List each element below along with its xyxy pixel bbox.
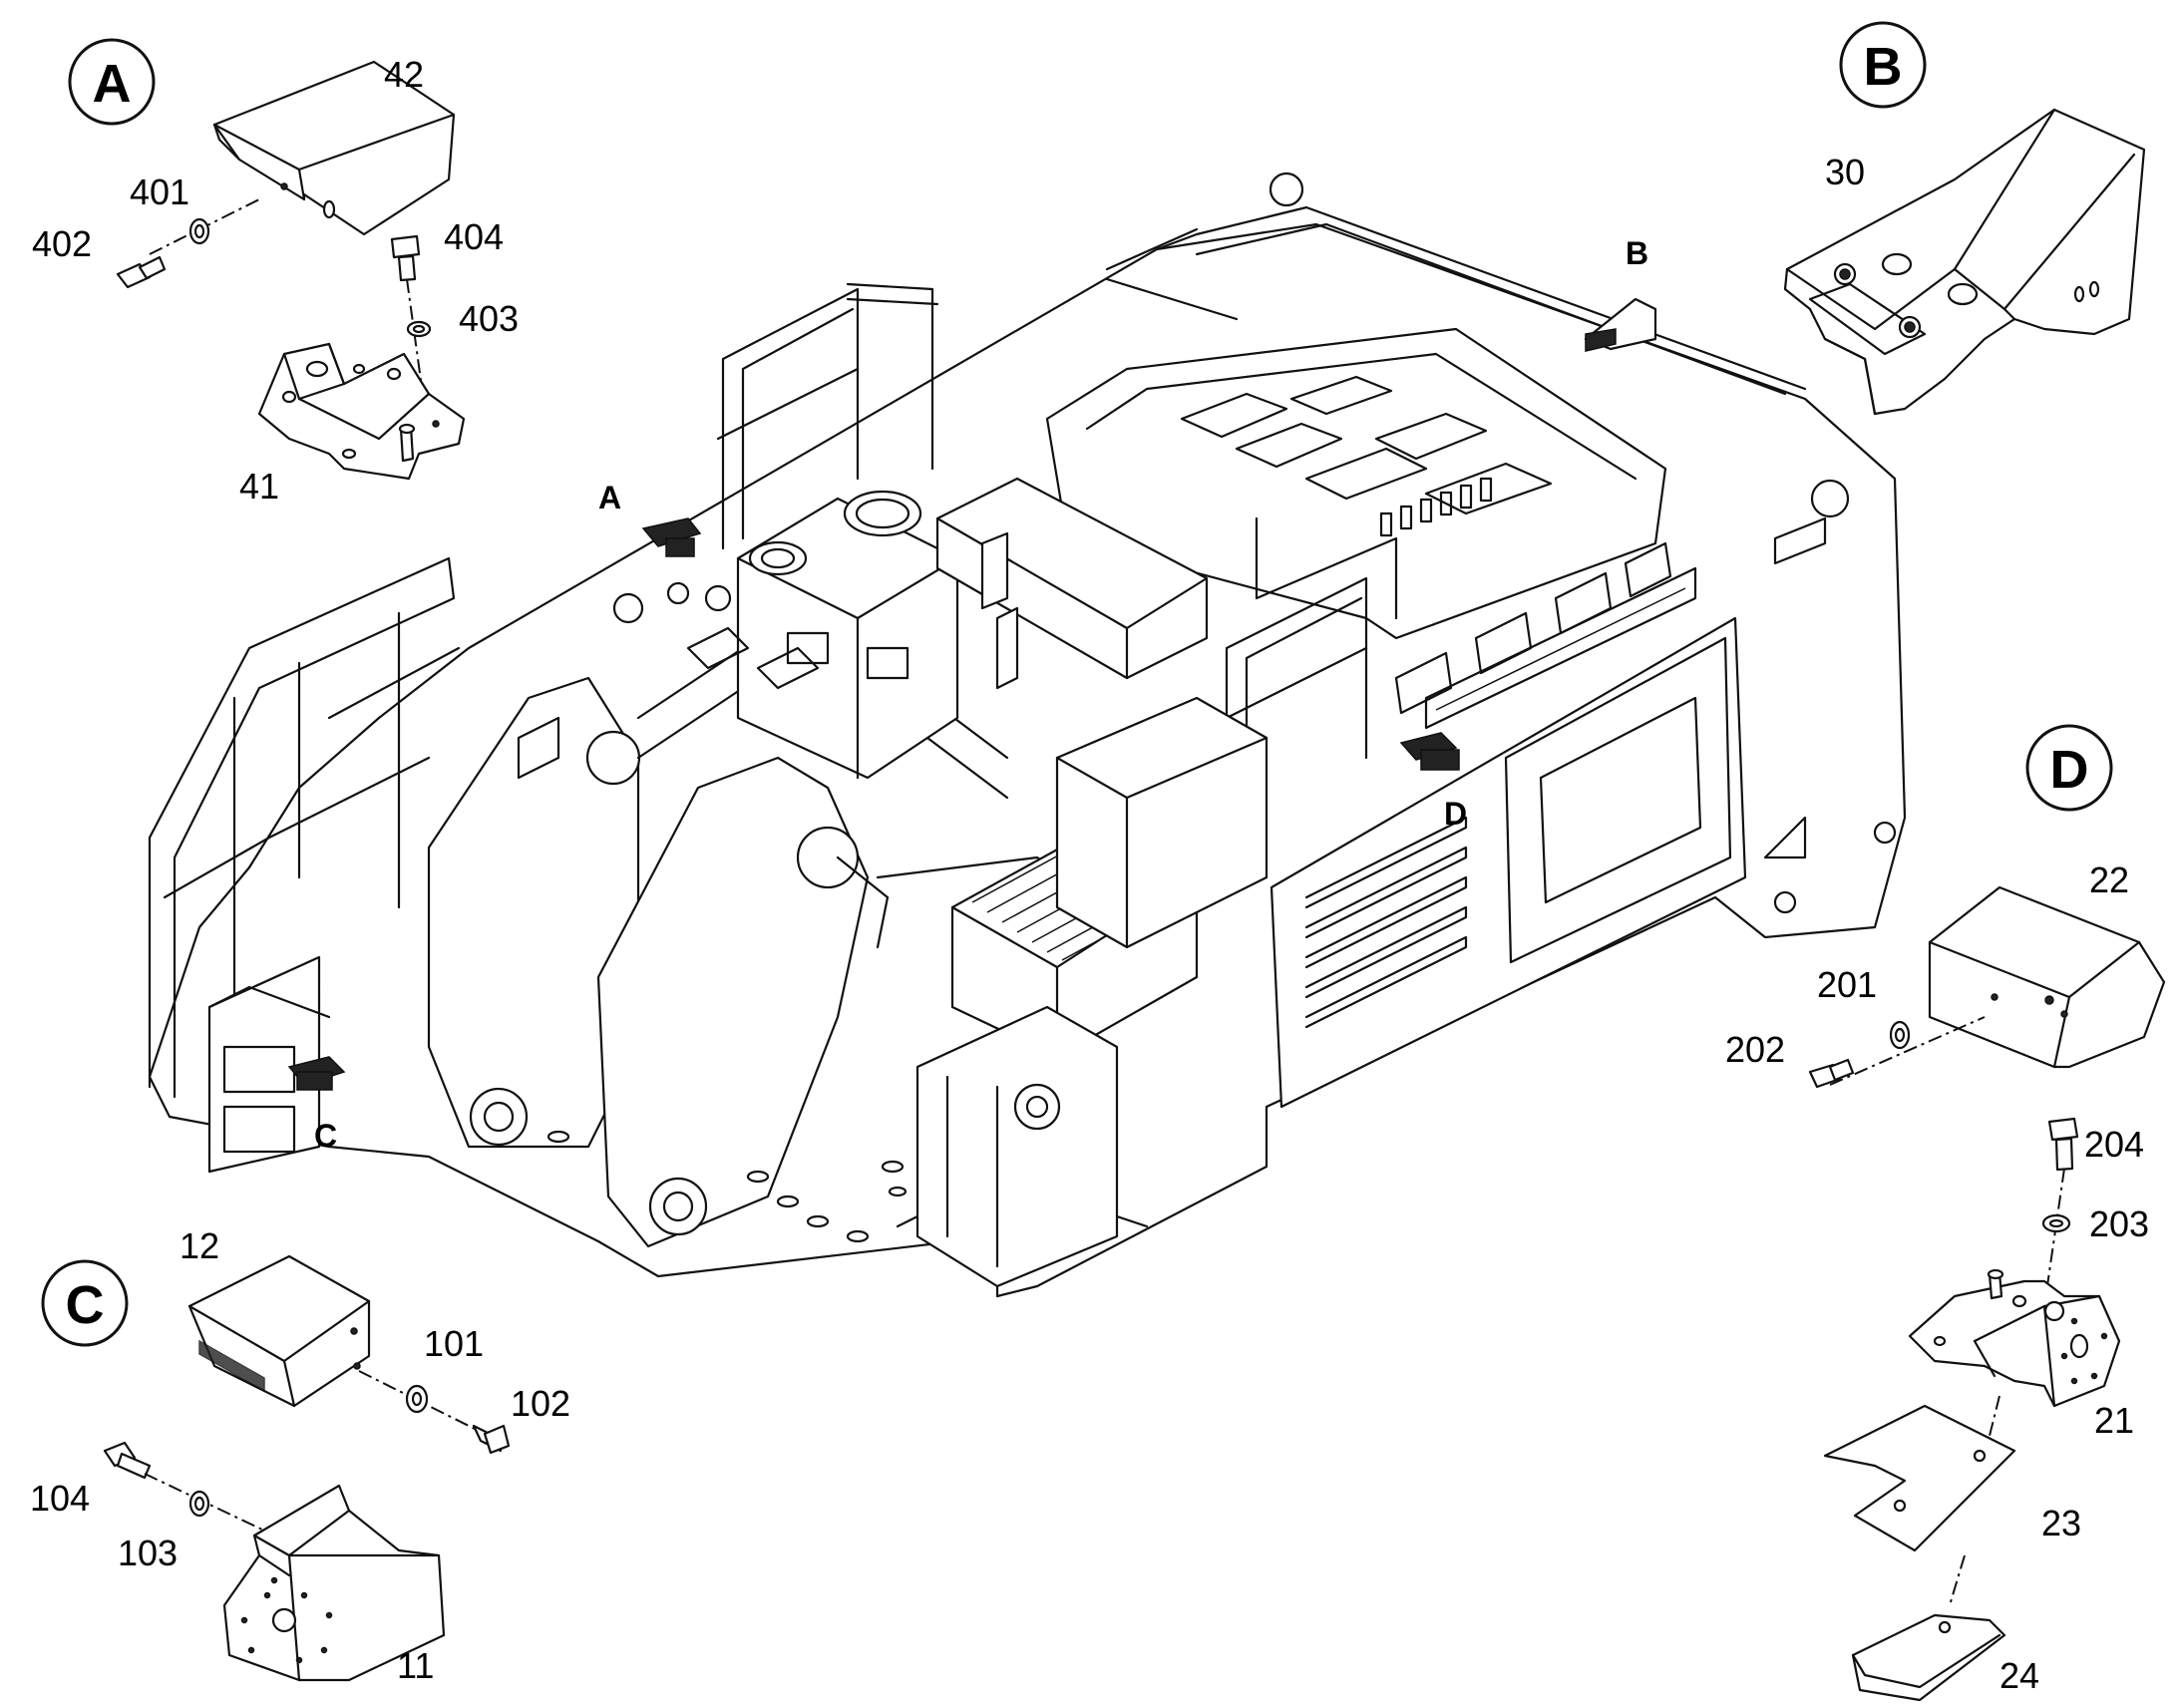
detail-B-label: B [1864, 37, 1903, 97]
part-23-label: 23 [2041, 1503, 2081, 1543]
detail-D-label: D [2050, 740, 2089, 800]
detail-C: C 12 101 102 104 103 [30, 1225, 570, 1686]
part-104-label: 104 [30, 1478, 90, 1519]
part-21-label: 21 [2094, 1400, 2134, 1441]
detail-A-circle [68, 38, 156, 126]
bolt-104 [103, 1441, 152, 1480]
part-41-label: 41 [239, 466, 279, 507]
part-22-cover [1928, 885, 2166, 1069]
part-30-cover [1783, 108, 2146, 416]
part-101-label: 101 [424, 1323, 484, 1364]
washer-401 [188, 217, 210, 245]
part-201-label: 201 [1817, 964, 1877, 1005]
part-403-label: 403 [459, 298, 519, 339]
bolt-404 [390, 234, 421, 282]
part-23-shim [1823, 1404, 2016, 1552]
part-12-label: 12 [180, 1225, 219, 1266]
part-22-label: 22 [2089, 859, 2129, 900]
part-42-cover [212, 60, 456, 236]
part-21-bracket [1908, 1268, 2121, 1408]
washer-403 [406, 320, 432, 338]
detail-C-label: C [66, 1275, 105, 1335]
washer-203 [2041, 1213, 2071, 1233]
detail-A: A 42 401 402 404 403 [32, 38, 519, 507]
part-203-label: 203 [2089, 1203, 2149, 1244]
part-41-bracket [257, 342, 466, 481]
detail-B-circle [1839, 21, 1927, 109]
machine-marker-B: B [1626, 235, 1648, 271]
machine-marker-D: D [1444, 796, 1467, 832]
part-103-label: 103 [118, 1533, 178, 1573]
part-204-label: 204 [2084, 1124, 2144, 1165]
part-401-label: 401 [130, 171, 189, 212]
part-102-label: 102 [511, 1383, 570, 1424]
washer-103 [188, 1490, 210, 1518]
detail-C-circle [41, 1259, 129, 1347]
washer-101 [405, 1384, 429, 1414]
part-12-cover [187, 1254, 371, 1408]
part-202-label: 202 [1725, 1029, 1785, 1070]
part-24-label: 24 [1999, 1655, 2039, 1696]
part-24-pad [1851, 1613, 2006, 1702]
detail-D-circle [2025, 724, 2113, 812]
detail-A-label: A [93, 54, 132, 114]
part-404-label: 404 [444, 216, 504, 257]
machine-marker-C: C [314, 1118, 337, 1154]
part-42-label: 42 [384, 54, 424, 95]
detail-D: D 22 201 202 204 203 [1725, 724, 2166, 1702]
part-11-bracket [222, 1484, 446, 1682]
bolt-204 [2047, 1117, 2079, 1172]
part-402-label: 402 [32, 223, 92, 264]
part-11-label: 11 [397, 1645, 434, 1686]
washer-201 [1889, 1020, 1911, 1050]
detail-B: B 30 [1783, 21, 2146, 416]
part-30-label: 30 [1825, 152, 1865, 192]
bolt-402 [116, 255, 167, 289]
machine-marker-A: A [598, 480, 621, 515]
bolt-202 [1808, 1058, 1855, 1089]
bolt-102 [472, 1424, 511, 1455]
machine-upper-structure [148, 171, 1907, 1298]
